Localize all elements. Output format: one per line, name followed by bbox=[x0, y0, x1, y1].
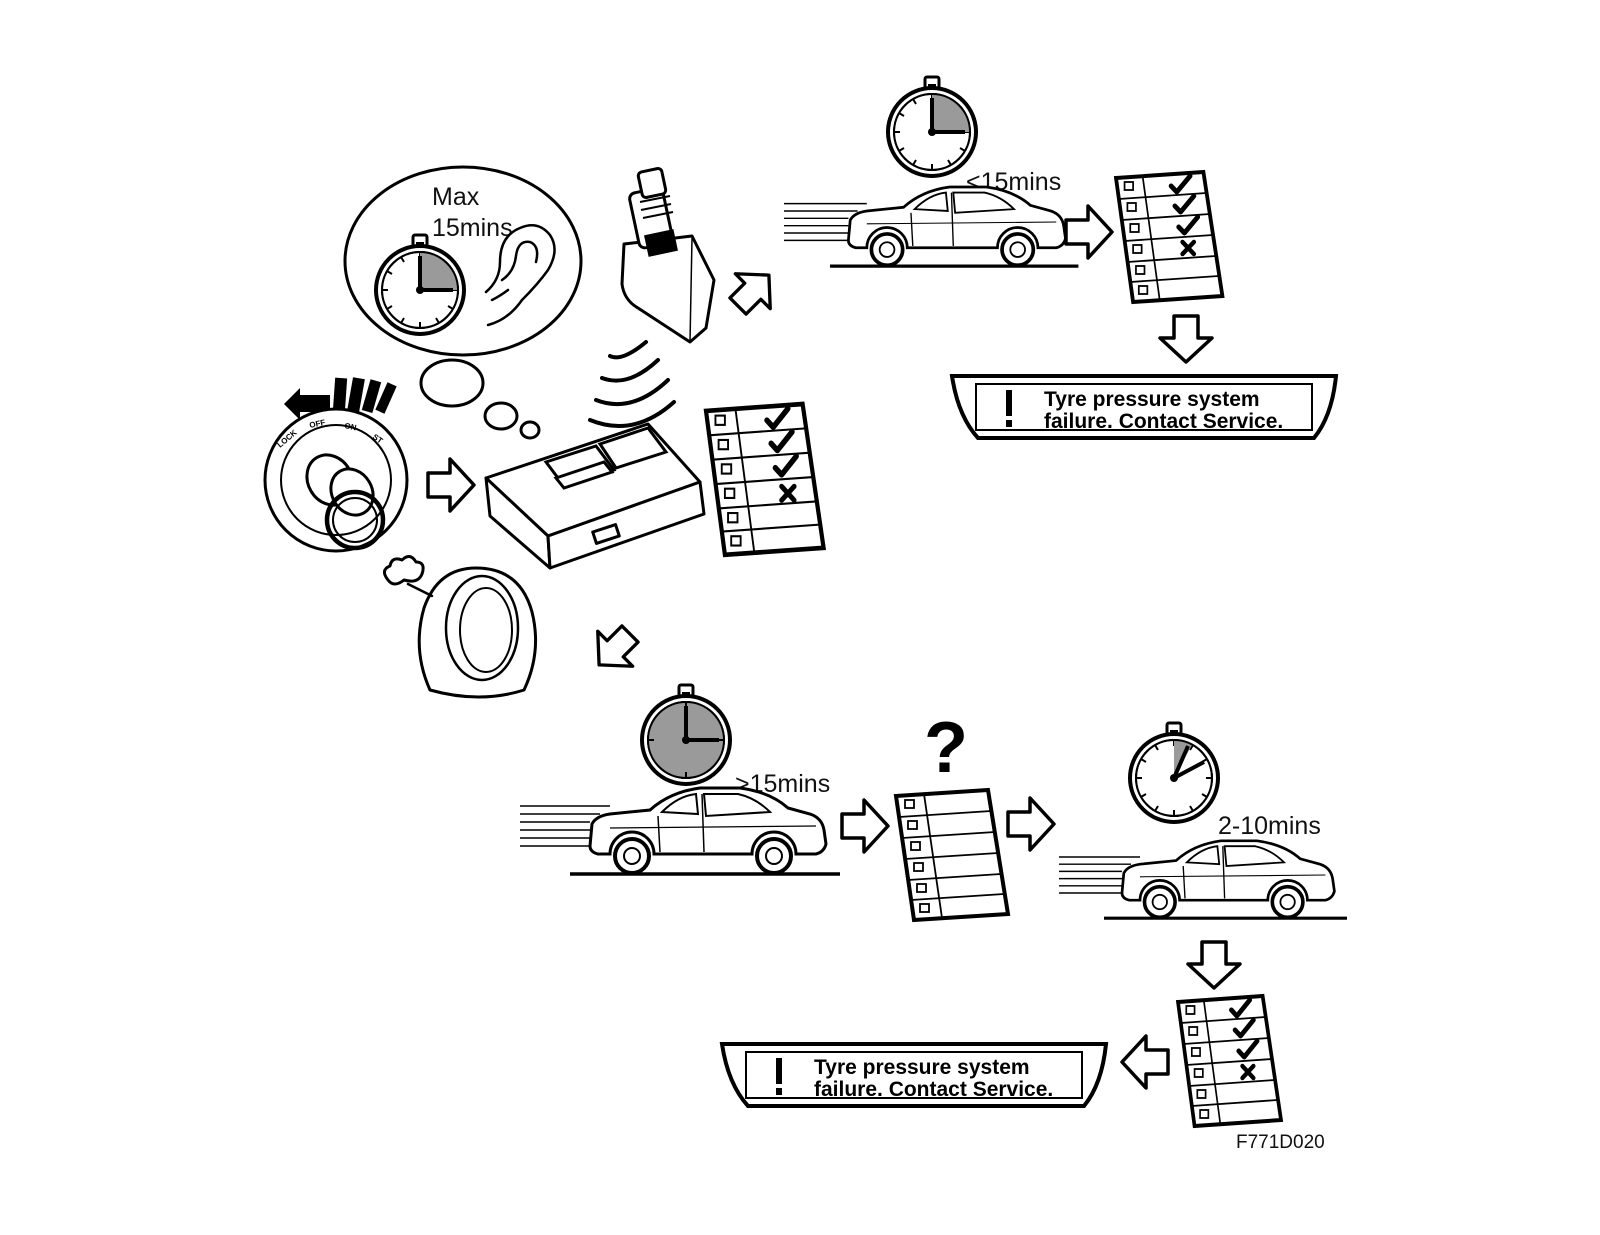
arrow-icon bbox=[1064, 204, 1114, 260]
max-time-label: Max 15mins bbox=[432, 183, 513, 242]
warning-icon: Tyre pressure system failure. Contact Se… bbox=[720, 1042, 1108, 1108]
ignition-on-label: ON bbox=[344, 421, 358, 432]
arrow-icon bbox=[1186, 940, 1242, 990]
warning-line-2: failure. Contact Service. bbox=[1044, 410, 1283, 433]
range-label: 2-10mins bbox=[1218, 812, 1321, 840]
warning-line-1: Tyre pressure system bbox=[814, 1056, 1030, 1079]
stopwatch-icon bbox=[1128, 721, 1220, 824]
car-icon bbox=[518, 786, 842, 876]
ignition-off-label: OFF bbox=[309, 418, 327, 430]
question-mark-icon: ? bbox=[924, 708, 968, 788]
car-icon bbox=[782, 185, 1081, 269]
arrow-icon bbox=[718, 255, 789, 326]
arrow-icon bbox=[1158, 314, 1214, 364]
car-icon bbox=[1057, 838, 1349, 921]
arrow-icon bbox=[579, 614, 650, 685]
max-label: Max bbox=[432, 183, 480, 211]
ignition-key-icon: LOCK OFF ON ST bbox=[263, 377, 409, 553]
stopwatch-icon bbox=[886, 75, 978, 178]
arrow-icon bbox=[426, 457, 476, 513]
control-module-icon bbox=[484, 422, 706, 570]
arrow-icon bbox=[1120, 1034, 1170, 1090]
warning-line-2: failure. Contact Service. bbox=[814, 1078, 1053, 1101]
max-mins-label: 15mins bbox=[432, 214, 513, 242]
checklist-icon bbox=[1114, 170, 1225, 304]
warning-line-1: Tyre pressure system bbox=[1044, 388, 1260, 411]
valve-sensor-icon bbox=[620, 167, 716, 344]
tyre-icon bbox=[383, 555, 538, 699]
stopwatch-icon bbox=[374, 233, 466, 336]
checklist-icon bbox=[894, 788, 1010, 922]
ear-icon bbox=[484, 223, 556, 327]
warning-icon: Tyre pressure system failure. Contact Se… bbox=[950, 374, 1338, 440]
figure-code: F771D020 bbox=[1236, 1132, 1325, 1153]
signal-waves bbox=[588, 340, 676, 428]
stopwatch-icon bbox=[640, 683, 732, 786]
thought-bubble: Max 15mins bbox=[343, 165, 583, 440]
arrow-icon bbox=[1006, 796, 1056, 852]
checklist-icon bbox=[1176, 994, 1284, 1128]
arrow-icon bbox=[840, 798, 890, 854]
checklist-icon bbox=[706, 404, 824, 555]
